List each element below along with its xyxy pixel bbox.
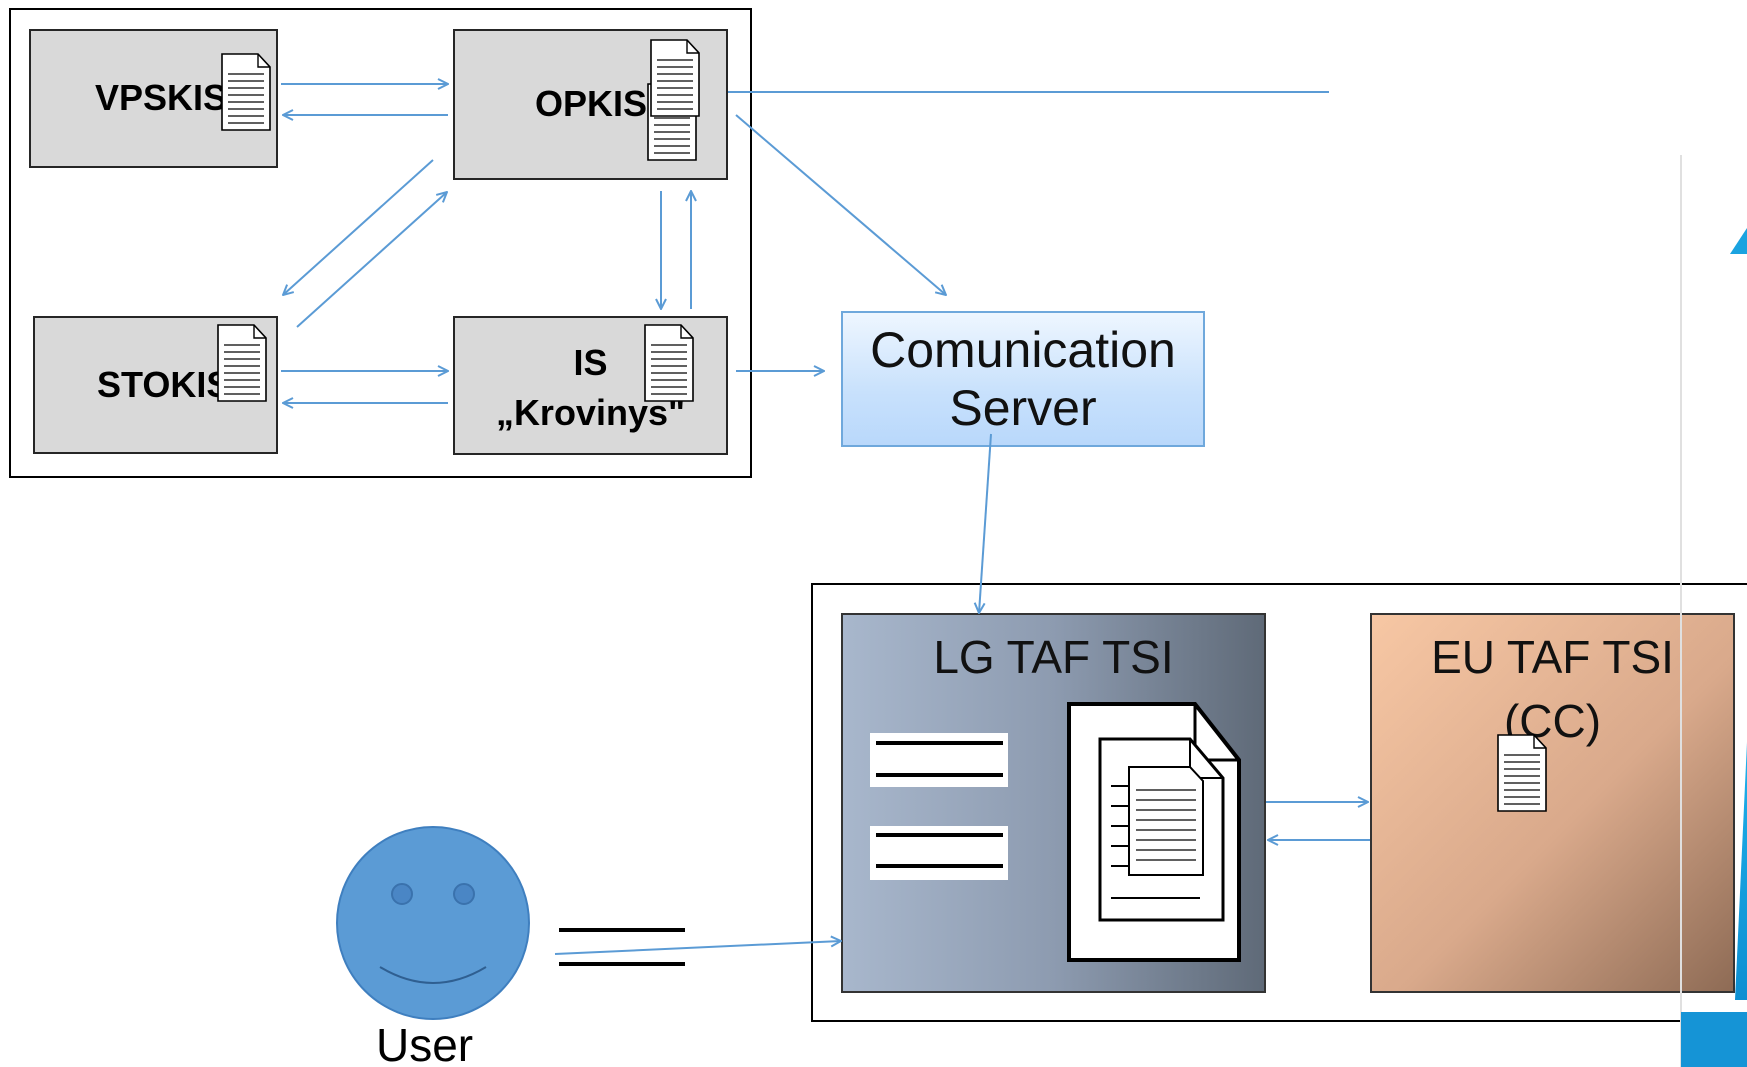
- arrow-opkis-to-stokis: [283, 159, 434, 295]
- right-accent-top: [1730, 228, 1747, 254]
- vpskis-box: VPSKIS: [29, 29, 278, 168]
- eu-taf-tsi-title: EU TAF TSI (CC): [1372, 625, 1733, 753]
- communication-server-box: Comunication Server: [841, 311, 1205, 447]
- opkis-document-icon: [650, 39, 700, 117]
- vpskis-document-icon: [221, 53, 271, 131]
- lg-message-lines-icon: [870, 733, 1008, 880]
- opkis-label: OPKIS: [535, 83, 648, 124]
- arrow-user-to-lg-taf: [554, 941, 841, 955]
- eu-taf-tsi-box: EU TAF TSI (CC): [1370, 613, 1735, 993]
- is-document-icon: [644, 324, 694, 402]
- stokis-document-icon: [217, 324, 267, 402]
- arrow-comm-server-to-lg-taf: [979, 433, 992, 613]
- vpskis-label: VPSKIS: [95, 77, 228, 118]
- message-lines-icon: [559, 928, 685, 966]
- eu-taf-tsi-line1: EU TAF TSI: [1431, 631, 1674, 683]
- right-accent-bottom: [1681, 1012, 1747, 1067]
- eu-document-icon: [1497, 734, 1547, 812]
- comm-server-line2: Server: [949, 380, 1097, 436]
- is-label-line1: IS: [573, 342, 608, 383]
- lg-document-stack-icon: [1067, 702, 1241, 962]
- lg-taf-tsi-title: LG TAF TSI: [933, 631, 1174, 683]
- stokis-label: STOKIS: [97, 364, 231, 405]
- right-accent-middle: [1735, 742, 1747, 1000]
- arrow-stokis-to-opkis: [296, 192, 447, 328]
- smiley-user-icon: [336, 826, 530, 1020]
- comm-server-line1: Comunication: [870, 322, 1176, 378]
- arrow-opkis-to-comm-server: [735, 114, 946, 295]
- user-label: User: [376, 1019, 474, 1067]
